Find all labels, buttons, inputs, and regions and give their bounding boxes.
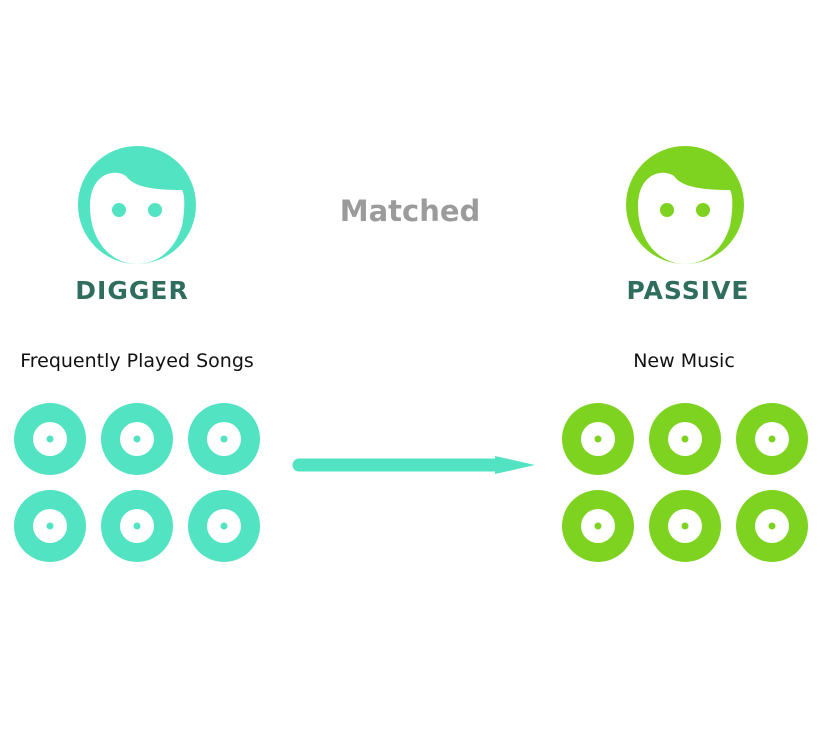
vinyl-record-icon: [188, 490, 260, 562]
vinyl-record-icon: [562, 403, 634, 475]
arrow-right-icon: [292, 456, 535, 474]
matched-label: Matched: [339, 194, 481, 228]
vinyl-record-icon: [14, 490, 86, 562]
vinyl-record-icon: [649, 490, 721, 562]
vinyl-record-icon: [736, 403, 808, 475]
digger-label: DIGGER: [75, 276, 189, 305]
vinyl-record-icon: [101, 490, 173, 562]
passive-label: PASSIVE: [626, 276, 750, 305]
vinyl-record-icon: [649, 403, 721, 475]
digger-face-icon: [78, 146, 196, 264]
new-music-disc-grid: [562, 403, 808, 562]
vinyl-record-icon: [736, 490, 808, 562]
vinyl-record-icon: [101, 403, 173, 475]
vinyl-record-icon: [188, 403, 260, 475]
vinyl-record-icon: [14, 403, 86, 475]
frequently-played-disc-grid: [14, 403, 260, 562]
passive-face-icon: [626, 146, 744, 264]
vinyl-record-icon: [562, 490, 634, 562]
frequently-played-songs-label: Frequently Played Songs: [20, 350, 254, 372]
new-music-label: New Music: [633, 350, 735, 372]
